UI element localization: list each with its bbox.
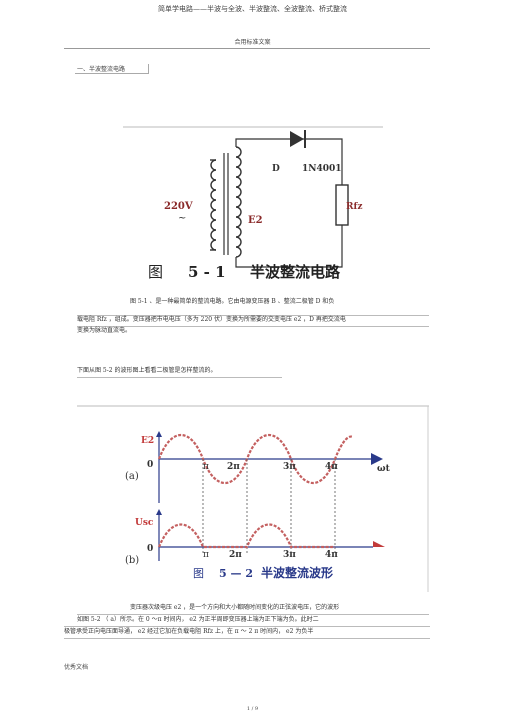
para2-line1: 下面从图 5-2 的波形图上看看二极管是怎样整流的。	[77, 367, 217, 374]
para3-line2: 如图 5-2 （ a）所示。在 0 ～π 时间内， e2 为正半周即变压器上端为…	[77, 616, 319, 623]
label-diode-model: 1N4001	[302, 164, 342, 174]
para1-rule-1	[77, 315, 429, 316]
label-rfz: Rfz	[346, 202, 362, 212]
para1-rule-2	[77, 326, 429, 327]
para1-line3: 变换为脉动直流电。	[77, 327, 132, 334]
figure2-caption-prefix: 图	[193, 567, 204, 580]
section-heading: 一、半波整流电路	[77, 66, 126, 73]
figure1-caption-number: 5 - 1	[188, 263, 226, 281]
tick-a-2pi: 2π	[227, 462, 240, 472]
tick-b-4pi: 4π	[325, 550, 338, 560]
para2-rule	[77, 377, 282, 378]
para3-rule-1	[77, 614, 429, 615]
label-usc-axis: Usc	[135, 518, 154, 528]
label-zero-a: 0	[147, 460, 153, 470]
figure-half-wave-waveforms: E2 0 (a) ωt π 2π 3π 4π Usc 0 (b) π 2π 3π…	[77, 405, 429, 592]
para3-rule-3	[64, 638, 430, 639]
axis-b-vertical-arrow	[156, 509, 162, 515]
label-b: (b)	[125, 555, 139, 566]
axis-b-horizontal-arrow	[373, 541, 385, 547]
waveform-usc-half-wave	[157, 523, 335, 549]
document-subtitle: 合用标准文案	[234, 39, 271, 46]
tick-b-pi: π	[203, 550, 209, 560]
waveform-e2-sine	[157, 433, 354, 485]
period-markers	[202, 459, 336, 553]
primary-winding	[210, 159, 217, 251]
para3-rule-2	[64, 626, 430, 627]
document-title: 简单学电路——半波与全波、半波整流、全波整流、桥式整流	[158, 5, 347, 13]
secondary-winding	[235, 146, 242, 258]
para1-line1: 图 5-1 、是一种最简单的整流电路。它由电源变压器 B 、整流二极管 D 和负	[130, 298, 335, 305]
label-e2-axis: E2	[141, 436, 154, 446]
label-omega-t: ωt	[377, 464, 391, 474]
axis-a-horizontal-arrow	[371, 453, 383, 465]
footer-label: 优秀文档	[64, 664, 89, 671]
diode-symbol	[290, 130, 306, 148]
figure2-caption-text: 半波整流波形	[261, 565, 333, 580]
label-a: (a)	[125, 471, 139, 482]
figure-half-wave-circuit: 220V ~ E2 D 1N4001 Rfz 图 5 - 1 半波整流电路	[123, 126, 383, 281]
label-zero-b: 0	[147, 544, 153, 554]
section-heading-box: 一、半波整流电路	[75, 64, 149, 74]
label-d: D	[272, 164, 280, 174]
label-tilde: ~	[178, 213, 186, 224]
load-resistor	[335, 184, 349, 226]
tick-a-4pi: 4π	[325, 462, 338, 472]
figure2-caption-number: 5 — 2	[219, 567, 253, 580]
tick-b-2pi: 2π	[229, 550, 242, 560]
label-220v: 220V	[164, 201, 193, 212]
header-rule	[64, 48, 430, 49]
tick-a-pi: π	[203, 462, 209, 472]
tick-a-3pi: 3π	[283, 462, 296, 472]
label-e2: E2	[248, 215, 263, 226]
page-number: 1 / 9	[246, 706, 259, 712]
para1-line2: 载电阻 Rfz ，组成。变压器把市电电压（多为 220 伏）变换为所需要的交变电…	[77, 316, 346, 323]
circuit-wires	[235, 138, 343, 268]
para3-line1: 变压器次级电压 e2 ，是一个方向和大小都随时间变化的正弦波电压，它的波形	[130, 604, 340, 611]
tick-b-3pi: 3π	[283, 550, 296, 560]
para3-line3: 极管承受正向电压面导通， e2 经过它加在负载电阻 Rfz 上，在 π ～ 2 …	[64, 628, 314, 635]
figure1-caption-prefix: 图	[148, 263, 163, 281]
figure1-caption-text: 半波整流电路	[250, 263, 341, 281]
axis-a-vertical-arrow	[156, 431, 162, 437]
